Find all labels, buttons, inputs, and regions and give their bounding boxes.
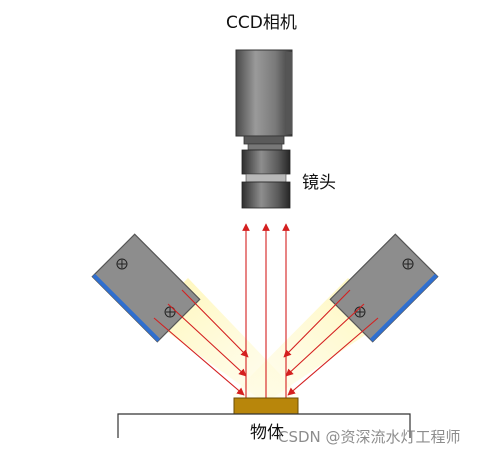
circled-x-icon bbox=[354, 306, 366, 318]
lens bbox=[241, 143, 291, 209]
object bbox=[233, 397, 299, 415]
reflected-rays bbox=[242, 223, 290, 398]
right-incident-rays bbox=[283, 289, 379, 396]
ccd-camera bbox=[235, 49, 293, 145]
camera-label: CCD相机 bbox=[226, 13, 297, 33]
stage-base bbox=[117, 413, 411, 438]
watermark: CSDN @资深流水灯工程师 bbox=[278, 428, 461, 446]
left-incident-rays bbox=[153, 289, 249, 396]
circled-x-icon bbox=[116, 258, 128, 270]
circled-x-icon bbox=[402, 258, 414, 270]
lens-label: 镜头 bbox=[302, 173, 336, 193]
right-light-source bbox=[329, 233, 439, 343]
left-light-source bbox=[91, 233, 201, 343]
object-label: 物体 bbox=[250, 423, 284, 443]
